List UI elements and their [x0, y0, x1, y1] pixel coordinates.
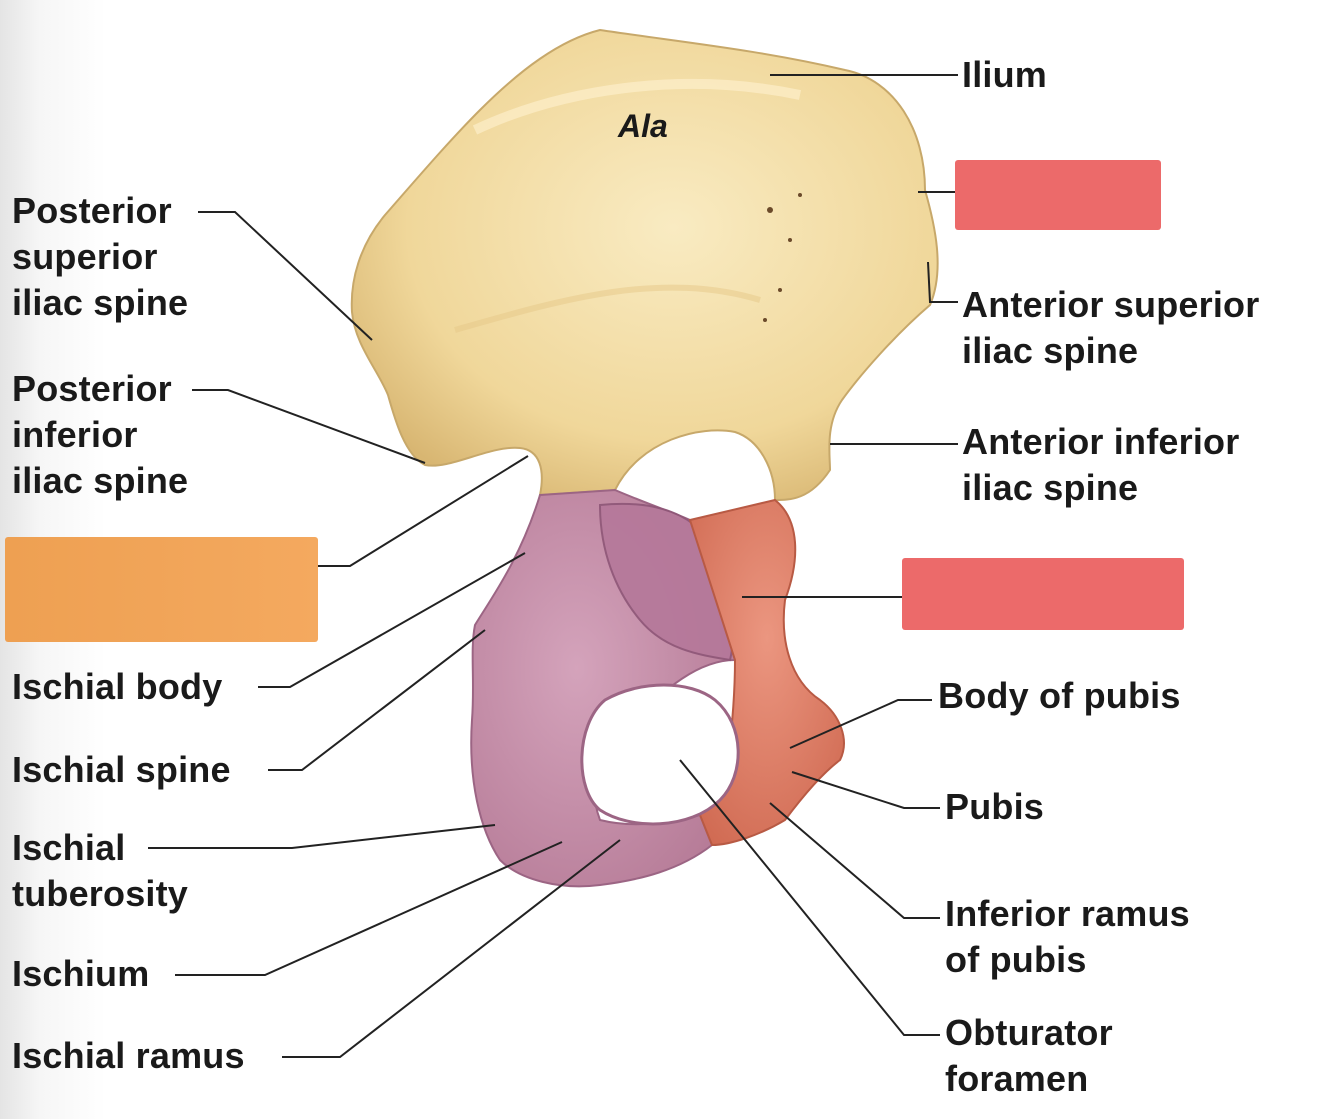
- label-ischial-ramus: Ischial ramus: [12, 1035, 245, 1076]
- nutrient-foramina: [763, 193, 802, 322]
- answer-box-iliac-crest[interactable]: [955, 160, 1161, 230]
- ala-region-label: Ala: [618, 108, 668, 144]
- ilium-ridge: [472, 78, 802, 135]
- label-ischium: Ischium: [12, 953, 150, 994]
- label-anterior-inferior-iliac-spine: Anterior inferior iliac spine: [962, 421, 1240, 508]
- label-posterior-superior-iliac-spine: Posterior superior iliac spine: [12, 190, 189, 323]
- label-anterior-superior-iliac-spine: Anterior superior iliac spine: [962, 284, 1260, 371]
- gluteal-line: [454, 284, 761, 333]
- label-ischial-tuberosity: Ischial tuberosity: [12, 827, 189, 914]
- label-posterior-inferior-iliac-spine: Posterior inferior iliac spine: [12, 368, 189, 501]
- label-body-of-pubis: Body of pubis: [938, 675, 1181, 716]
- ilium-bone: [350, 28, 939, 502]
- answer-box-acetabulum[interactable]: [902, 558, 1184, 630]
- obturator-foramen-hole: [580, 683, 740, 826]
- label-ilium: Ilium: [962, 54, 1048, 95]
- leader-lines: [148, 74, 958, 1058]
- label-inferior-ramus-of-pubis: Inferior ramus of pubis: [945, 893, 1190, 980]
- answer-box-greater-sciatic-notch[interactable]: [5, 537, 318, 642]
- label-ischial-body: Ischial body: [12, 666, 223, 707]
- label-obturator-foramen: Obturator foramen: [945, 1012, 1113, 1099]
- label-ischial-spine: Ischial spine: [12, 749, 231, 790]
- label-pubis: Pubis: [945, 786, 1045, 827]
